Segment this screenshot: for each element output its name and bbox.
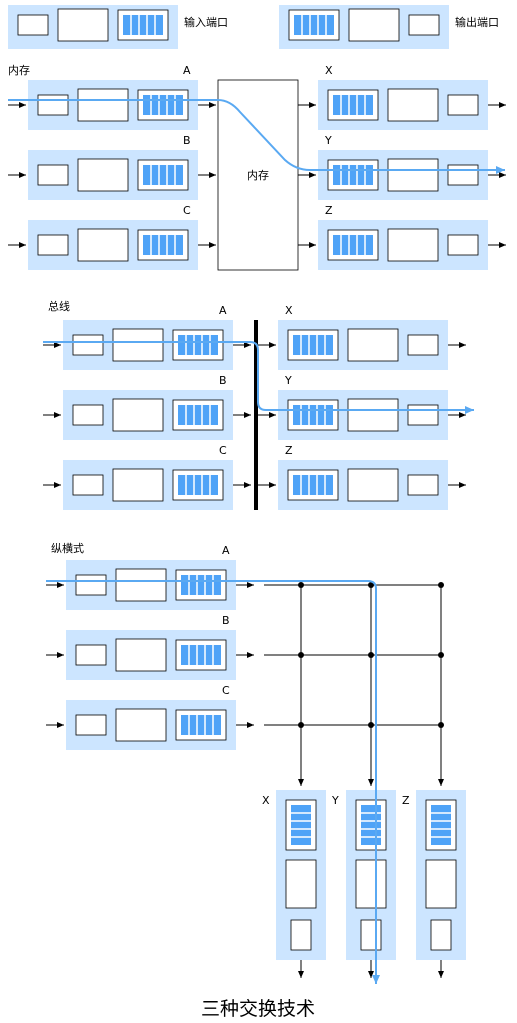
legend-output-port <box>279 5 449 49</box>
crossbar-switch-path <box>46 580 380 984</box>
legend-input-label: 输入端口 <box>184 15 228 29</box>
memory-output-label-y: Y <box>324 134 332 147</box>
memory-switch-path <box>8 99 505 174</box>
crossbar-input-port-b <box>46 630 254 680</box>
crossbar-output-port-y <box>346 790 396 978</box>
crossbar-input-label-b: B <box>222 614 230 627</box>
memory-block <box>217 79 299 271</box>
legend-output-label: 输出端口 <box>455 15 499 29</box>
crossbar-input-label-a: A <box>222 544 230 557</box>
bus-output-port-z <box>258 460 466 510</box>
crossbar-grid <box>264 584 444 786</box>
queue-icon <box>288 9 340 41</box>
crossbar-nodes <box>298 582 444 728</box>
legend-input-port <box>8 5 178 49</box>
queue-icon <box>117 9 169 41</box>
memory-input-port-b <box>8 150 216 200</box>
memory-input-port-a <box>8 80 216 130</box>
memory-block-label: 内存 <box>247 168 269 182</box>
memory-output-port-x <box>298 80 506 130</box>
bus-output-label-y: Y <box>284 374 292 387</box>
crossbar-output-label-y: Y <box>331 794 339 807</box>
bus-input-port-a <box>43 320 251 370</box>
memory-input-label-b: B <box>183 134 191 147</box>
crossbar-output-label-z: Z <box>402 794 410 807</box>
bus-output-label-x: X <box>285 304 293 317</box>
bus-switch-path <box>43 341 474 414</box>
memory-input-label-a: A <box>183 64 191 77</box>
crossbar-input-port-a <box>46 560 254 610</box>
memory-input-label-c: C <box>183 204 191 217</box>
crossbar-input-port-c <box>46 700 254 750</box>
crossbar-input-label-c: C <box>222 684 230 697</box>
crossbar-output-label-x: X <box>262 794 270 807</box>
bus-input-port-b <box>43 390 251 440</box>
bus-input-label-c: C <box>219 444 227 457</box>
crossbar-output-port-z <box>416 790 466 978</box>
bus-section-title: 总线 <box>48 299 70 313</box>
bus-output-port-y <box>258 390 466 440</box>
bus-input-label-a: A <box>219 304 227 317</box>
bus-input-port-c <box>43 460 251 510</box>
crossbar-output-port-x <box>276 790 326 978</box>
memory-output-port-y <box>298 150 506 200</box>
memory-output-port-z <box>298 220 506 270</box>
memory-section-title: 内存 <box>8 63 30 77</box>
crossbar-section-title: 纵横式 <box>51 541 84 555</box>
bus-output-label-z: Z <box>285 444 293 457</box>
memory-output-label-z: Z <box>325 204 333 217</box>
figure-caption: 三种交换技术 <box>201 998 315 1020</box>
memory-input-port-c <box>8 220 216 270</box>
memory-output-label-x: X <box>325 64 333 77</box>
bus-output-port-x <box>258 320 466 370</box>
bus-input-label-b: B <box>219 374 227 387</box>
